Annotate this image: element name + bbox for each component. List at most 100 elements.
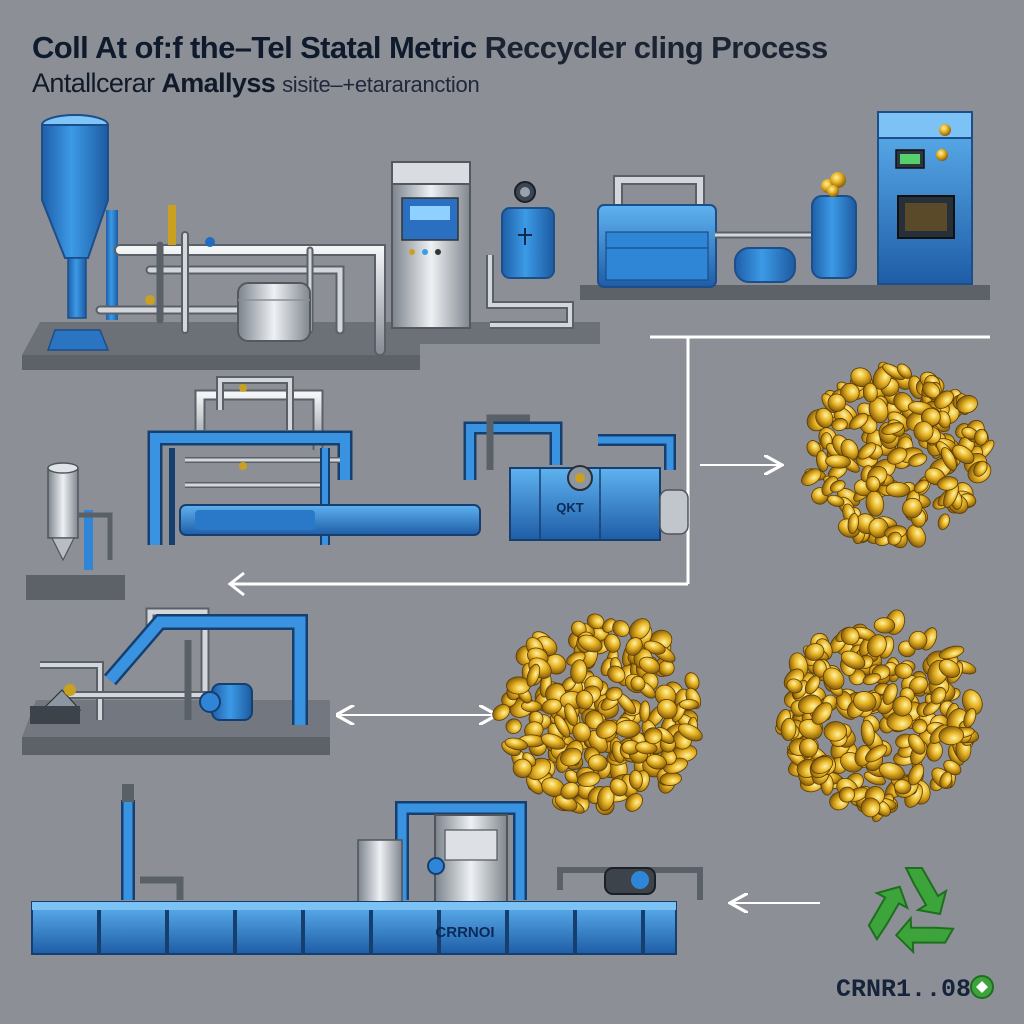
gold-nugget	[857, 442, 877, 460]
gold-nugget	[607, 665, 626, 683]
gold-nugget	[541, 698, 562, 715]
gold-nugget	[526, 663, 541, 687]
gold-nugget	[526, 775, 544, 795]
gold-nugget	[878, 762, 905, 781]
gold-nugget	[840, 650, 866, 670]
gold-nugget	[780, 717, 797, 741]
footer-badge-glyph-icon	[976, 981, 988, 993]
footer-code: CRNR1..083	[836, 975, 986, 1004]
arrow-left-icon	[227, 571, 245, 597]
filter-unit	[26, 462, 125, 600]
gold-nugget	[937, 476, 959, 491]
gold-nugget	[840, 626, 860, 646]
gold-nugget	[822, 667, 845, 690]
gold-nugget	[492, 703, 511, 721]
stage-2-equipment: QKT	[26, 376, 689, 600]
gold-nugget	[564, 703, 578, 727]
gold-nugget	[908, 630, 928, 650]
pipe-rack	[147, 376, 353, 545]
gold-nugget	[639, 700, 651, 723]
gold-nugget	[560, 782, 580, 800]
gold-nugget	[860, 797, 881, 818]
gold-nugget	[577, 771, 601, 787]
gold-nugget	[952, 444, 975, 465]
tank-segment	[507, 901, 575, 955]
tank-segment	[371, 901, 439, 955]
gold-nugget	[596, 785, 615, 812]
gold-nugget	[512, 758, 533, 779]
gold-nugget	[831, 417, 848, 432]
gold-nugget	[825, 454, 851, 469]
gold-nugget	[913, 421, 934, 442]
gold-nugget	[804, 643, 825, 661]
title-part-3: Reccycler cling Process	[484, 30, 829, 65]
gold-nugget	[840, 439, 859, 461]
gold-nugget	[604, 633, 621, 653]
gold-nugget	[939, 771, 953, 789]
arrows	[340, 465, 820, 903]
gold-nuggets-pile-3	[775, 609, 983, 823]
gold-nugget	[575, 690, 594, 710]
subtitle-part-2: Amallyss	[161, 68, 276, 98]
gold-nugget	[862, 673, 881, 685]
gold-nugget	[887, 531, 902, 546]
gold-nugget	[840, 382, 860, 403]
gold-nugget	[609, 778, 628, 797]
gold-nugget	[811, 702, 833, 725]
gold-nugget	[829, 480, 846, 493]
gold-nugget	[860, 719, 875, 746]
tank-segment	[439, 901, 507, 955]
gold-nugget	[615, 719, 641, 738]
page-title: Coll At of:f the–Tel Statal Metric Reccy…	[32, 30, 828, 66]
gold-nugget	[908, 453, 928, 467]
furnace-unit	[597, 175, 824, 288]
stage-3-equipment	[22, 607, 330, 755]
tank-segment	[167, 901, 235, 955]
title-part-1: Coll At of:f the–Tel Statal	[32, 30, 382, 65]
gold-nugget	[804, 675, 821, 695]
gold-nugget	[885, 481, 911, 498]
pump-motor	[199, 683, 253, 721]
gold-nugget	[630, 675, 646, 692]
gold-nugget	[849, 412, 869, 430]
gold-nugget	[612, 620, 630, 637]
page-subtitle: Antallcerar Amallyss sisite–+etararancti…	[32, 68, 480, 99]
gold-nugget	[913, 479, 929, 494]
title-part-2: Metric	[388, 30, 477, 65]
gold-nugget	[865, 744, 888, 763]
gold-nugget	[572, 722, 591, 743]
stage-4-equipment: CRRNOI	[31, 784, 703, 955]
gold-nugget	[570, 659, 588, 684]
gold-nugget	[595, 719, 618, 739]
tank-segment	[643, 901, 677, 955]
gold-nugget	[853, 691, 877, 712]
gold-nugget	[560, 747, 583, 767]
hopper	[41, 114, 118, 351]
gold-nugget	[961, 689, 983, 716]
tank-segment	[575, 901, 643, 955]
stage-1-equipment	[22, 111, 990, 370]
gold-nuggets-pile-1	[801, 361, 995, 549]
flow-lines	[230, 335, 990, 586]
gold-nugget	[815, 407, 834, 428]
gold-nugget	[896, 363, 912, 379]
gold-nugget	[865, 475, 881, 493]
gold-nugget	[882, 683, 898, 705]
gold-nugget	[881, 422, 904, 435]
gold-nugget	[886, 447, 908, 465]
motor	[557, 867, 703, 900]
steel-box	[357, 839, 403, 903]
gold-nuggets-pile-2	[492, 613, 703, 816]
gold-nugget	[902, 497, 923, 519]
gold-nugget	[678, 723, 703, 742]
gold-nugget	[894, 662, 913, 679]
gold-nugget	[644, 727, 663, 745]
steel-tank	[237, 282, 311, 342]
tank-rim	[32, 902, 676, 910]
gold-nugget	[540, 733, 566, 750]
gold-nugget	[963, 707, 977, 728]
separation-tank: QKT	[463, 414, 689, 541]
control-cabinet	[391, 161, 471, 329]
